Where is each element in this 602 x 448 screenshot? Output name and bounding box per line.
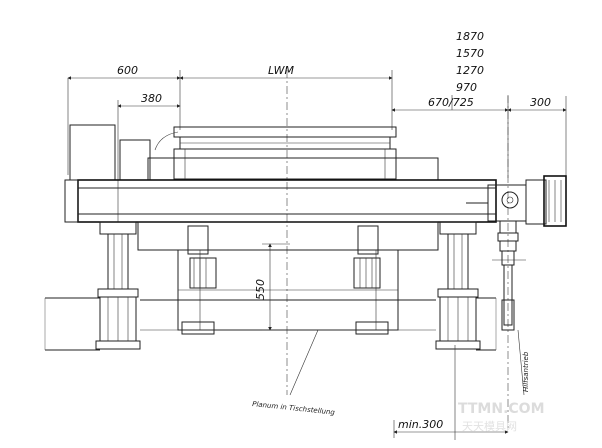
dim-1870: 1870 [456,30,484,43]
floor [44,297,497,351]
dim-550-label: 550 [254,279,267,300]
dimension-380: 380 [117,92,181,222]
lower-frame [137,221,439,335]
dimension-min300: min.300 [393,345,509,440]
dimension-550: 550 [254,243,290,331]
dimension-600: 600 [67,64,181,175]
dim-1570: 1570 [456,47,484,60]
left-column [95,221,141,350]
dim-min300-label: min.300 [398,418,443,431]
drive-note-label: Hilfsantrieb [522,351,530,392]
drive-unit [466,175,567,331]
stacked-dimensions: 1870 1570 1270 970 [456,30,484,94]
main-beam [64,179,497,223]
floor-note-label: Planum in Tischstellung [252,400,336,417]
dim-600-label: 600 [117,64,138,77]
right-column [435,221,481,350]
watermark-site: TTMN.COM [458,401,545,417]
dim-300-label: 300 [530,96,551,109]
dim-380-label: 380 [141,92,162,105]
dim-970: 970 [456,81,477,94]
upper-table [69,124,439,181]
dimension-670: 670/725 [391,95,509,112]
floor-note: Planum in Tischstellung [252,329,336,417]
dimension-lwm: LWM [179,64,393,130]
dim-lwm-label: LWM [268,64,295,77]
dimension-300: 300 [507,96,567,178]
drive-note: Hilfsantrieb [517,329,530,396]
watermark: TTMN.COM 天天模具网 [458,401,545,433]
watermark-cn: 天天模具网 [462,420,517,433]
dim-1270: 1270 [456,64,484,77]
dim-670-label: 670/725 [428,96,474,109]
